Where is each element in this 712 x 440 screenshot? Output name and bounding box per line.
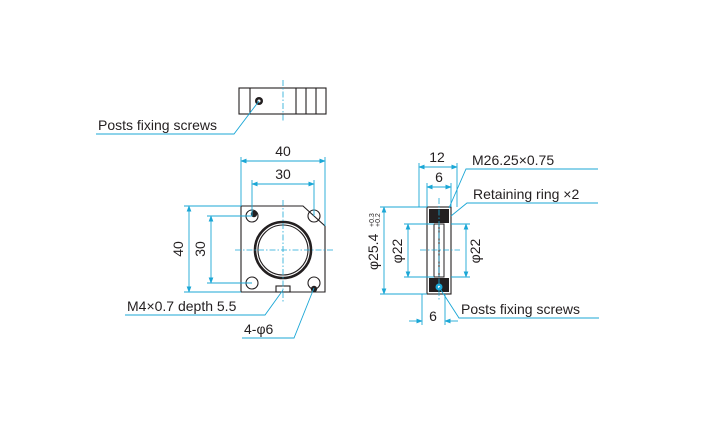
holes-label: 4-φ6 <box>244 321 274 337</box>
dim-side-inner-diameter-right: φ22 <box>467 238 483 263</box>
dim-side-outer-diameter: φ25.4 <box>365 233 381 270</box>
side-view: 12 6 6 φ25.4 +0.3 +0.2 φ22 φ22 M26.25×0.… <box>365 149 599 325</box>
retaining-ring-label: Retaining ring ×2 <box>473 186 579 202</box>
dim-side-tol-lower: +0.2 <box>375 213 382 227</box>
side-posts-fixing-screws-label: Posts fixing screws <box>461 301 580 317</box>
tapped-hole-label: M4×0.7 depth 5.5 <box>127 298 237 314</box>
dim-side-tol-upper: +0.3 <box>369 213 376 227</box>
dim-side-inner-diameter-left: φ22 <box>389 238 405 263</box>
dim-front-outer-width: 40 <box>275 143 291 159</box>
top-posts-fixing-screws-label: Posts fixing screws <box>98 117 217 133</box>
front-view: 40 30 40 30 M4×0.7 depth 5.5 4-φ6 <box>125 143 333 339</box>
dim-front-outer-height: 40 <box>170 241 186 257</box>
dim-front-inner-width: 30 <box>275 166 291 182</box>
dim-side-ring-width: 6 <box>435 169 443 185</box>
dim-front-inner-height: 30 <box>192 241 208 257</box>
dim-side-bottom-width: 6 <box>429 308 437 324</box>
dim-side-total-width: 12 <box>429 149 445 165</box>
top-view: Posts fixing screws <box>96 80 327 135</box>
thread-spec-label: M26.25×0.75 <box>472 152 554 168</box>
